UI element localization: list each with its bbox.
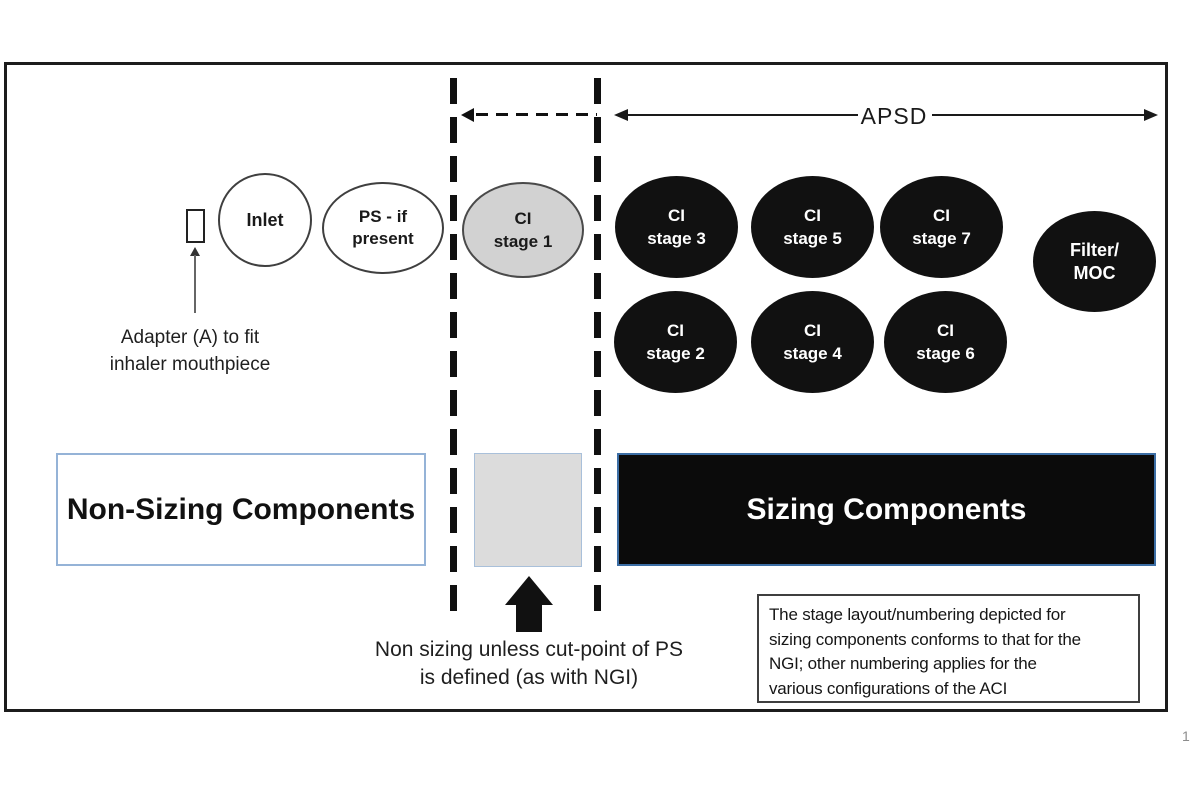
non-sizing-label: Non-Sizing Components xyxy=(66,492,416,526)
page-number: 1 xyxy=(1182,728,1190,744)
stage-numbering-note-box: The stage layout/numbering depicted for … xyxy=(757,594,1140,703)
ci-stage-3-ellipse: CI stage 3 xyxy=(615,176,738,278)
apsd-arrow-line-left xyxy=(627,114,858,116)
dashed-arrow-shaft xyxy=(476,113,597,116)
ci-stage-2-ellipse: CI stage 2 xyxy=(614,291,737,393)
filter-moc-ellipse: Filter/ MOC xyxy=(1033,211,1156,312)
ci-stage-5-line2: stage 5 xyxy=(783,229,842,248)
adapter-rect xyxy=(186,209,205,243)
inlet-ellipse: Inlet xyxy=(218,173,312,267)
ps-ellipse: PS - if present xyxy=(322,182,444,274)
note-line3: NGI; other numbering applies for the xyxy=(769,654,1037,673)
ci-stage-4-ellipse: CI stage 4 xyxy=(751,291,874,393)
adapter-label: Adapter (A) to fit inhaler mouthpiece xyxy=(80,324,300,378)
gray-transition-box xyxy=(474,453,582,567)
ci-stage-4-line1: CI xyxy=(804,321,821,340)
ci-stage-7-ellipse: CI stage 7 xyxy=(880,176,1003,278)
filter-moc-line2: MOC xyxy=(1073,262,1116,283)
apsd-arrow-line-right xyxy=(932,114,1144,116)
dashed-boundary-left xyxy=(450,78,457,612)
ci-stage-5-ellipse: CI stage 5 xyxy=(751,176,874,278)
ci-stage-5-line1: CI xyxy=(804,206,821,225)
slide-frame xyxy=(4,62,1168,712)
apsd-arrowhead-right-icon xyxy=(1144,109,1158,121)
adapter-label-line2: inhaler mouthpiece xyxy=(109,354,271,375)
caption-line2: is defined (as with NGI) xyxy=(419,666,639,689)
sizing-label: Sizing Components xyxy=(746,492,1027,526)
ci-stage-4-line2: stage 4 xyxy=(783,344,842,363)
adapter-arrow-line xyxy=(194,255,196,313)
dashed-arrowhead-left-icon xyxy=(461,108,474,122)
ci-stage-3-line2: stage 3 xyxy=(647,229,706,248)
non-sizing-components-box: Non-Sizing Components xyxy=(56,453,426,566)
sizing-components-box: Sizing Components xyxy=(617,453,1156,566)
ci-stage-6-line1: CI xyxy=(937,321,954,340)
up-arrow-stem xyxy=(516,605,542,632)
apsd-label: APSD xyxy=(860,103,928,129)
ci-stage-6-ellipse: CI stage 6 xyxy=(884,291,1007,393)
ci-stage-6-line2: stage 6 xyxy=(916,344,975,363)
ci-stage-7-line2: stage 7 xyxy=(912,229,971,248)
ps-label-line1: PS - if xyxy=(358,207,408,226)
inlet-label: Inlet xyxy=(246,210,284,230)
non-sizing-caption: Non sizing unless cut-point of PS is def… xyxy=(329,636,729,692)
note-line2: sizing components conforms to that for t… xyxy=(769,629,1081,649)
ps-label-line2: present xyxy=(352,229,414,248)
filter-moc-line1: Filter/ xyxy=(1069,239,1119,260)
note-line4: various configurations of the ACI xyxy=(769,678,1008,698)
up-arrowhead-icon xyxy=(505,576,553,605)
ci-stage-2-line1: CI xyxy=(667,321,684,340)
ci-stage-1-line2: stage 1 xyxy=(493,232,553,251)
ci-stage-2-line2: stage 2 xyxy=(646,344,705,363)
adapter-label-line1: Adapter (A) to fit xyxy=(120,327,260,348)
ci-stage-1-ellipse: CI stage 1 xyxy=(462,182,584,278)
apsd-arrowhead-left-icon xyxy=(614,109,628,121)
ci-stage-1-line1: CI xyxy=(514,209,532,228)
adapter-arrowhead-up-icon xyxy=(190,247,200,256)
ci-stage-7-line1: CI xyxy=(933,206,950,225)
dashed-boundary-right xyxy=(594,78,601,612)
caption-line1: Non sizing unless cut-point of PS xyxy=(374,638,684,661)
ci-stage-3-line1: CI xyxy=(668,206,685,225)
note-line1: The stage layout/numbering depicted for xyxy=(769,605,1066,624)
